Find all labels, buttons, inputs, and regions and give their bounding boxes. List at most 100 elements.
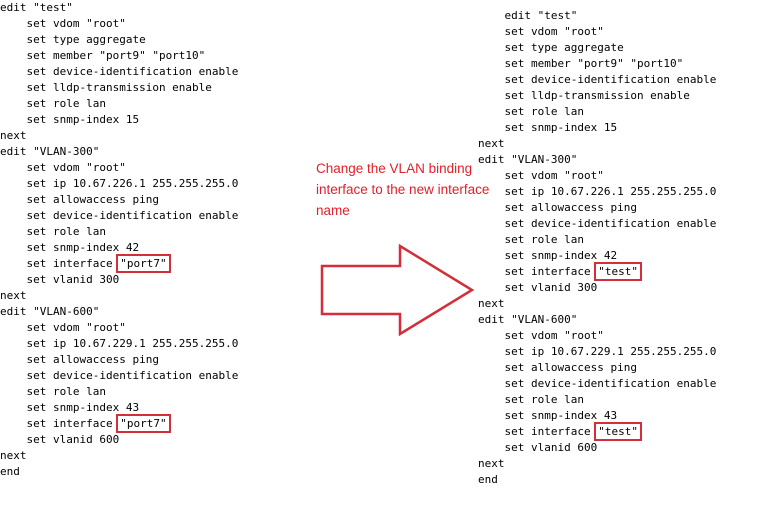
original-config-text: set interface <box>0 257 120 270</box>
updated-config-text: set device-identification enable <box>478 73 717 86</box>
updated-config-text: set ip 10.67.226.1 255.255.255.0 <box>478 185 717 198</box>
original-config-text: set role lan <box>0 385 106 398</box>
updated-config-text: next <box>478 297 505 310</box>
original-config-text: set vdom "root" <box>0 161 126 174</box>
updated-config-text: set vlanid 600 <box>478 441 598 454</box>
original-config-text: set member "port9" "port10" <box>0 49 206 62</box>
original-config-line: set ip 10.67.229.1 255.255.255.0 <box>0 336 238 352</box>
original-config-text: set vdom "root" <box>0 17 126 30</box>
updated-config-text: edit "test" <box>478 9 578 22</box>
original-config-text: set ip 10.67.226.1 255.255.255.0 <box>0 177 239 190</box>
updated-config-line: set member "port9" "port10" <box>478 56 716 72</box>
original-config-line: set vdom "root" <box>0 16 238 32</box>
updated-config-text: set vdom "root" <box>478 329 604 342</box>
updated-config-line: set ip 10.67.226.1 255.255.255.0 <box>478 184 716 200</box>
updated-config-line: next <box>478 136 716 152</box>
original-config-text: next <box>0 289 27 302</box>
original-highlighted-interface-value: "port7" <box>116 414 171 433</box>
updated-config-text: set vlanid 300 <box>478 281 598 294</box>
original-config-text: edit "VLAN-600" <box>0 305 100 318</box>
updated-config-line: next <box>478 296 716 312</box>
updated-config-line: set vdom "root" <box>478 168 716 184</box>
updated-highlighted-interface-value: "test" <box>594 262 642 281</box>
original-config-line: edit "VLAN-300" <box>0 144 238 160</box>
updated-config-text: set snmp-index 42 <box>478 249 618 262</box>
updated-config-text: set device-identification enable <box>478 217 717 230</box>
updated-config-line: set role lan <box>478 392 716 408</box>
original-config-line: set vlanid 300 <box>0 272 238 288</box>
original-config-line: set vdom "root" <box>0 320 238 336</box>
original-highlighted-interface-value: "port7" <box>116 254 171 273</box>
original-config-text: next <box>0 449 27 462</box>
original-config-text: set allowaccess ping <box>0 353 159 366</box>
change-note: Change the VLAN binding interface to the… <box>316 161 490 218</box>
original-config-line: set vlanid 600 <box>0 432 238 448</box>
updated-config-line: set device-identification enable <box>478 72 716 88</box>
updated-config-text: set allowaccess ping <box>478 361 637 374</box>
updated-config-line: edit "test" <box>478 8 716 24</box>
original-config-block: edit "test" set vdom "root" set type agg… <box>0 0 238 480</box>
updated-config-text: next <box>478 457 505 470</box>
updated-config-line: set snmp-index 43 <box>478 408 716 424</box>
original-config-text: set lldp-transmission enable <box>0 81 212 94</box>
original-config-line: set role lan <box>0 96 238 112</box>
original-config-line: set snmp-index 15 <box>0 112 238 128</box>
updated-config-text: set allowaccess ping <box>478 201 637 214</box>
original-config-line: set interface "port7" <box>0 414 238 433</box>
original-config-text: next <box>0 129 27 142</box>
updated-config-line: set allowaccess ping <box>478 360 716 376</box>
original-config-text: set device-identification enable <box>0 209 239 222</box>
updated-config-text: set lldp-transmission enable <box>478 89 690 102</box>
original-config-text: set allowaccess ping <box>0 193 159 206</box>
updated-config-line: set type aggregate <box>478 40 716 56</box>
original-config-line: set ip 10.67.226.1 255.255.255.0 <box>0 176 238 192</box>
updated-config-line: set vdom "root" <box>478 24 716 40</box>
updated-config-text: set ip 10.67.229.1 255.255.255.0 <box>478 345 717 358</box>
original-config-line: next <box>0 128 238 144</box>
updated-highlighted-interface-value: "test" <box>594 422 642 441</box>
updated-config-line: set snmp-index 15 <box>478 120 716 136</box>
original-config-line: set type aggregate <box>0 32 238 48</box>
updated-config-line: set ip 10.67.229.1 255.255.255.0 <box>478 344 716 360</box>
original-config-text: set device-identification enable <box>0 369 239 382</box>
original-config-text: set snmp-index 15 <box>0 113 140 126</box>
original-config-line: set allowaccess ping <box>0 192 238 208</box>
updated-config-text: set snmp-index 15 <box>478 121 618 134</box>
updated-config-line: set interface "test" <box>478 262 716 281</box>
original-config-text: set type aggregate <box>0 33 146 46</box>
original-config-text: set snmp-index 43 <box>0 401 140 414</box>
original-config-line: edit "test" <box>0 0 238 16</box>
updated-config-block: edit "test" set vdom "root" set type agg… <box>478 8 716 488</box>
original-config-text: set interface <box>0 417 120 430</box>
original-config-line: set device-identification enable <box>0 368 238 384</box>
original-config-line: edit "VLAN-600" <box>0 304 238 320</box>
updated-config-text: set device-identification enable <box>478 377 717 390</box>
original-config-text: set device-identification enable <box>0 65 239 78</box>
updated-config-line: next <box>478 456 716 472</box>
updated-config-line: set role lan <box>478 232 716 248</box>
original-config-line: set allowaccess ping <box>0 352 238 368</box>
updated-config-line: edit "VLAN-300" <box>478 152 716 168</box>
original-config-line: set snmp-index 42 <box>0 240 238 256</box>
updated-config-line: end <box>478 472 716 488</box>
original-config-line: set lldp-transmission enable <box>0 80 238 96</box>
original-config-text: end <box>0 465 20 478</box>
updated-config-text: set vdom "root" <box>478 25 604 38</box>
updated-config-line: edit "VLAN-600" <box>478 312 716 328</box>
updated-config-text: set role lan <box>478 233 584 246</box>
updated-config-line: set device-identification enable <box>478 216 716 232</box>
updated-config-line: set vdom "root" <box>478 328 716 344</box>
original-config-line: set device-identification enable <box>0 208 238 224</box>
updated-config-text: next <box>478 137 505 150</box>
original-config-line: set snmp-index 43 <box>0 400 238 416</box>
updated-config-line: set vlanid 300 <box>478 280 716 296</box>
original-config-line: next <box>0 448 238 464</box>
updated-config-text: set member "port9" "port10" <box>478 57 684 70</box>
original-config-text: edit "test" <box>0 1 73 14</box>
original-config-text: set role lan <box>0 97 106 110</box>
updated-config-line: set vlanid 600 <box>478 440 716 456</box>
original-config-line: set role lan <box>0 224 238 240</box>
original-config-text: set vdom "root" <box>0 321 126 334</box>
updated-config-line: set snmp-index 42 <box>478 248 716 264</box>
